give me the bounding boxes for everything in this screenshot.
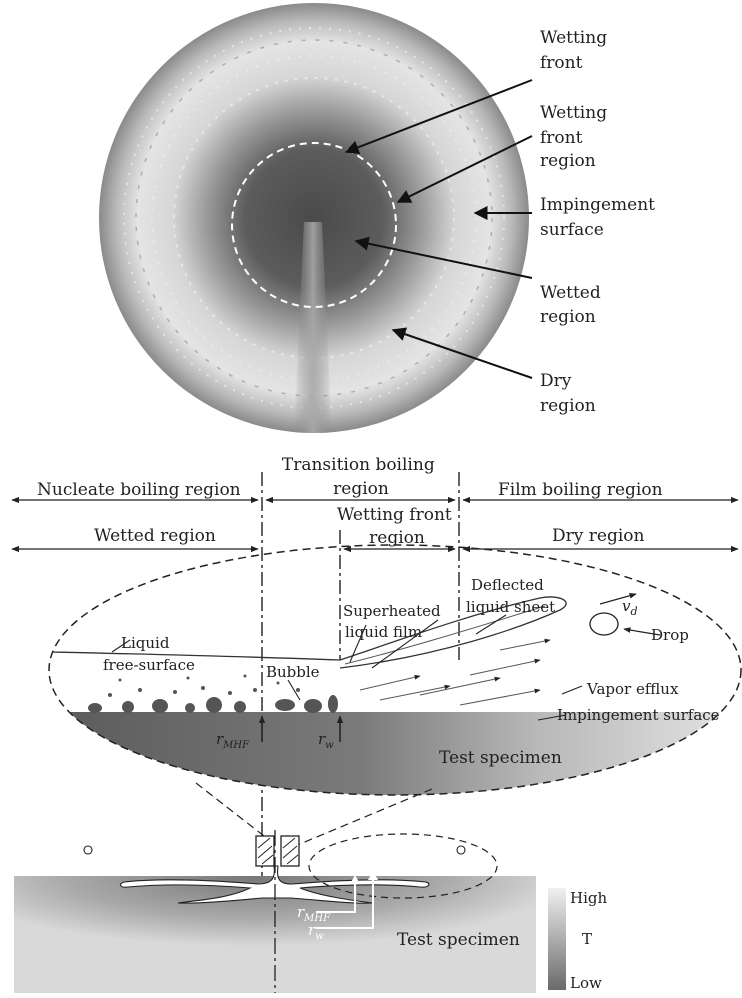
colorbar-high: High <box>570 889 607 907</box>
colorbar-low: Low <box>570 974 602 992</box>
detail-view: Deflected liquid sheet Superheated liqui… <box>40 545 742 802</box>
label-wetting-front-region: Wetting front region <box>540 103 613 171</box>
label-test-specimen-detail: Test specimen <box>439 748 562 768</box>
colorbar-mid: T <box>582 930 592 948</box>
label-impingement-surface: Impingement surface <box>540 195 660 240</box>
label-drop: Drop <box>651 626 689 644</box>
label-wetting-front: Wetting front <box>540 28 613 73</box>
label-transition: Transition boiling region <box>282 455 440 499</box>
label-wetted-region: Wetted region <box>540 283 606 327</box>
label-dry: Dry region <box>552 526 645 546</box>
label-test-specimen-lower: Test specimen <box>397 930 520 950</box>
label-film: Film boiling region <box>498 480 663 500</box>
label-wetted: Wetted region <box>94 526 216 546</box>
label-vd: vd <box>622 597 638 618</box>
label-wetting-front-band: Wetting front region <box>337 505 457 548</box>
label-nucleate: Nucleate boiling region <box>37 480 241 500</box>
temperature-colorbar: High T Low <box>548 888 607 992</box>
colorbar-gradient <box>548 888 566 990</box>
drop <box>590 613 618 635</box>
label-impingement-surface-detail: Impingement surface <box>557 706 720 724</box>
label-dry-region: Dry region <box>540 371 596 416</box>
lower-schematic: rMHF rw Test specimen <box>14 830 536 993</box>
label-bubble: Bubble <box>266 663 320 681</box>
label-vapor-efflux: Vapor efflux <box>586 680 679 698</box>
label-deflected-sheet: Deflected liquid sheet <box>466 576 555 616</box>
impingement-photo: Wetting front Wetting front region Impin… <box>99 3 660 433</box>
